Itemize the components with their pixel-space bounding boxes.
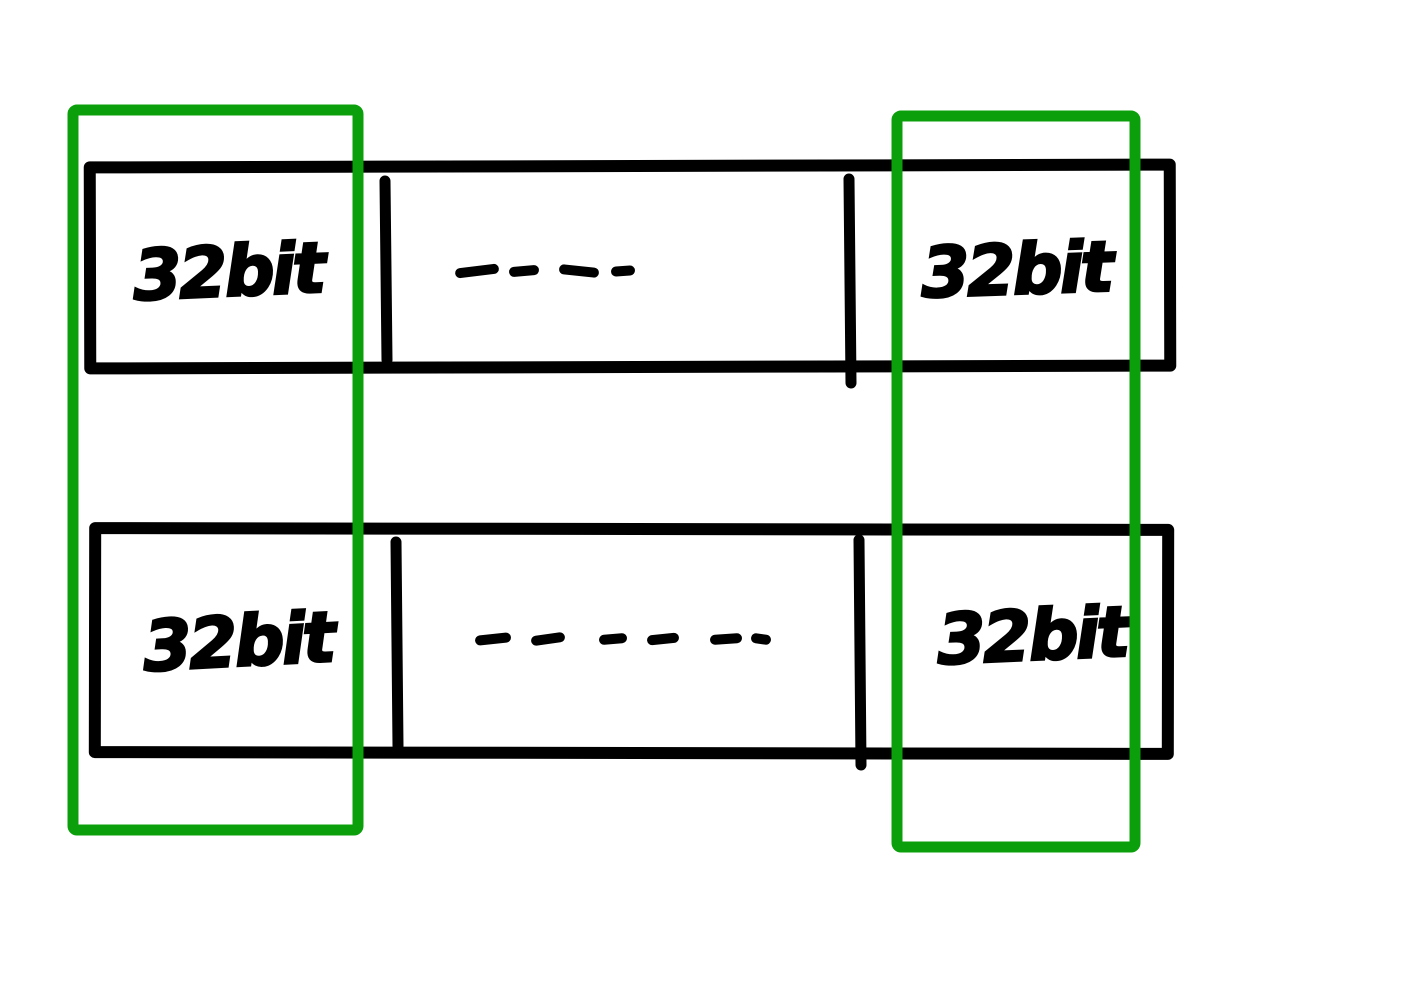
register-row-top: 32bit 32bit <box>83 158 1177 389</box>
highlight-column-left <box>67 104 364 836</box>
register-row-bottom-left-field-label: 32bit <box>141 596 341 688</box>
register-row-bottom-right-field-label: 32bit <box>935 591 1134 681</box>
register-row-bottom: 32bit 32bit <box>88 522 1175 771</box>
ellipsis-dash <box>599 633 627 645</box>
highlight-column-right <box>891 110 1141 853</box>
register-row-bottom-outline <box>88 522 1175 760</box>
ellipsis-dash <box>509 265 539 277</box>
ellipsis-dash <box>751 633 771 645</box>
register-row-top-left-field-label: 32bit <box>131 227 330 317</box>
ellipsis-dash <box>455 263 499 279</box>
register-row-bottom-divider-right <box>853 534 867 771</box>
register-row-top-divider-left <box>379 175 393 366</box>
ellipsis-dash <box>611 265 635 277</box>
register-row-top-ellipsis <box>455 263 635 279</box>
register-row-bottom-divider-left <box>390 536 404 752</box>
ellipsis-dash <box>531 632 565 646</box>
register-row-top-outline <box>83 158 1177 375</box>
ellipsis-dash <box>710 633 742 645</box>
ellipsis-dash <box>559 264 599 278</box>
register-row-top-divider-right <box>843 173 857 389</box>
ellipsis-dash <box>475 632 511 646</box>
register-row-top-right-field-label: 32bit <box>920 226 1118 315</box>
register-row-bottom-ellipsis <box>475 632 771 646</box>
ellipsis-dash <box>647 632 679 646</box>
